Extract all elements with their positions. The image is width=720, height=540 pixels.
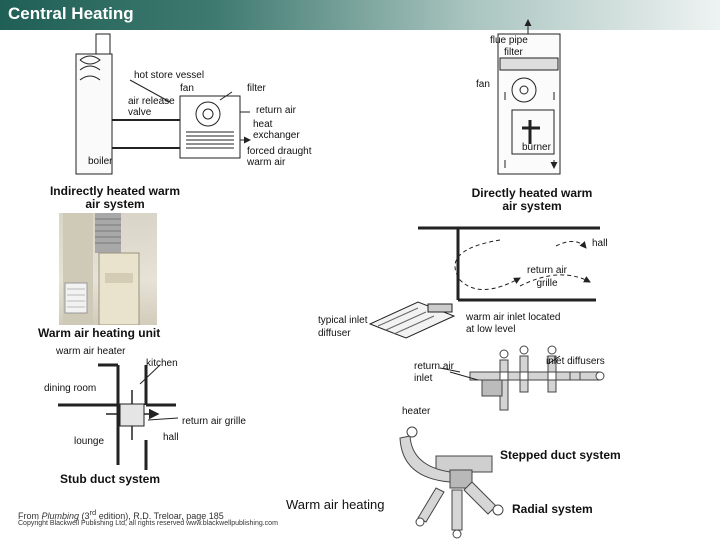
caption-radial-system: Radial system [512,502,593,516]
label-return-air-inlet-1: return air [414,361,455,372]
label-boiler: boiler [88,156,113,167]
label-inlet-diffusers: inlet diffusers [546,356,605,367]
source-edition-pre: (3 [79,511,90,521]
caption-stub-duct: Stub duct system [60,472,161,486]
title-bar: Central Heating [0,0,720,30]
direct-casing [497,33,561,175]
heating-unit-photo [59,213,157,325]
caption-warm-air-unit: Warm air heating unit [38,326,161,340]
source-edition-sup: rd [89,508,97,517]
label-typical-inlet-2: diffuser [318,328,351,339]
label-dining-room: dining room [44,383,97,394]
label-return-grille-2: grille [536,278,558,289]
low-level-inlet [427,303,453,313]
air-flow-right [519,274,591,287]
main-caption: Warm air heating [286,497,385,512]
label-kitchen: kitchen [146,358,178,369]
label-hot-store-vessel: hot store vessel [134,70,205,81]
indirect-fan [195,101,221,127]
label-inlet-located-1: warm air inlet located [466,312,561,323]
caption-indirect-2: air system [85,197,145,211]
label-air-release-2: valve [128,107,152,118]
source-book: Plumbing [41,511,80,521]
stepped-heater [481,379,503,397]
label-room-hall: hall [592,238,608,249]
label-direct-filter: filter [504,47,523,58]
label-heat-1: heat [253,119,273,130]
label-return-air: return air [256,105,297,116]
label-indirect-fan: fan [180,83,194,94]
label-indirect-filter: filter [247,83,266,94]
source-prefix: From [18,511,42,521]
caption-direct-1: Directly heated warm [471,186,593,200]
label-forced-draught-1: forced draught [247,146,312,157]
label-stub-hall: hall [163,432,179,443]
source-credit: From Plumbing (3rd edition), R.D. Treloa… [18,508,224,521]
label-direct-fan: fan [476,79,490,90]
label-burner: burner [522,142,551,153]
copyright-line: Copyright Blackwell Publishing Ltd, all … [18,520,278,527]
label-warm-air-heater: warm air heater [56,346,126,357]
label-return-grille-1: return air [526,265,567,276]
radial-duct-diagram [399,426,504,539]
stub-duct-diagram [58,363,179,470]
direct-system-drawing [497,19,561,175]
label-stub-return-grille: return air grille [182,416,246,427]
label-lounge: lounge [74,436,105,447]
stub-walls [58,363,120,465]
caption-direct-2: air system [502,199,562,213]
stepped-duct-diagram [439,345,605,411]
label-heat-2: exchanger [253,130,300,141]
boiler-body [75,53,113,175]
room-diagram [368,226,600,339]
combustion-chamber [511,109,555,155]
label-air-release-1: air release [128,96,175,107]
heat-exchanger-fins [186,131,234,149]
air-flow-left [454,239,521,290]
label-inlet-located-2: at low level [466,324,516,335]
direct-fan [511,77,537,103]
heating-coil [79,55,101,81]
label-stepped-heater: heater [402,406,431,417]
page-title: Central Heating [8,4,134,23]
label-return-air-inlet-2: inlet [414,373,433,384]
source-edition-post: edition), R.D. Treloar, page 185 [96,511,224,521]
direct-filter [499,57,559,71]
heat-exchanger-casing [179,95,241,159]
caption-stepped-duct: Stepped duct system [500,448,621,462]
label-forced-draught-2: warm air [247,157,286,168]
label-typical-inlet-1: typical inlet [318,315,368,326]
caption-indirect-1: Indirectly heated warm [49,184,181,198]
stub-heater [119,403,145,427]
indirect-system-drawing [75,33,250,175]
label-flue-pipe: flue pipe [490,35,528,46]
